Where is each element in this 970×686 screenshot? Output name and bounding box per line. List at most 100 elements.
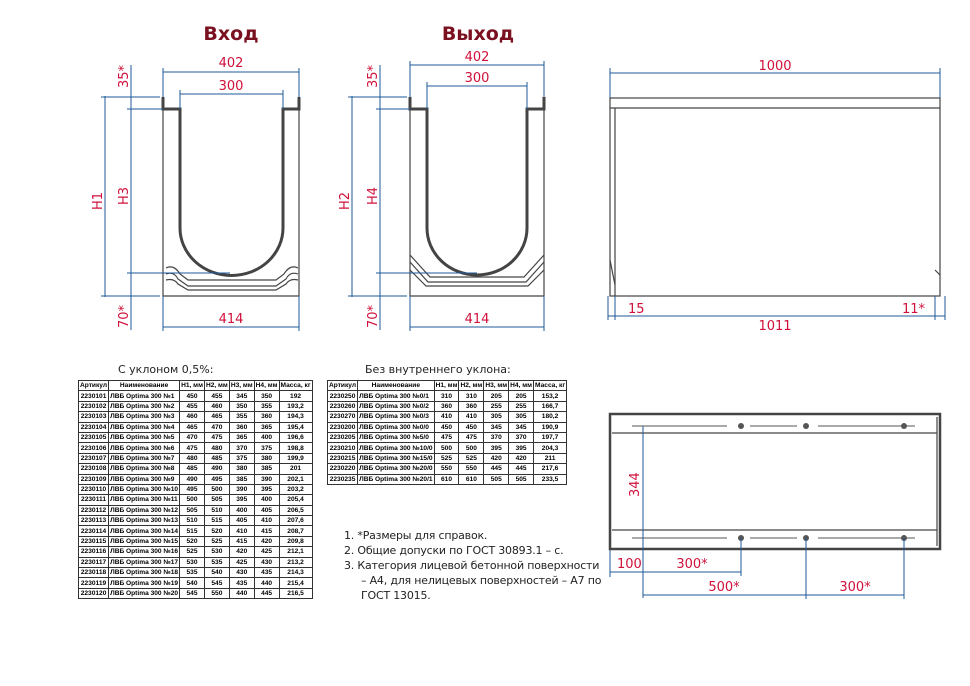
- table-cell: ЛВБ Optima 300 №0/1: [357, 390, 435, 402]
- table-cell: 305: [508, 411, 535, 423]
- column-header: Наименование: [357, 379, 435, 392]
- table-cell: 255: [508, 400, 535, 413]
- column-header: H1, мм: [433, 379, 460, 392]
- table-cell: 197,7: [533, 431, 568, 444]
- table-cell: 2230109: [77, 473, 110, 485]
- table-cell: 196,6: [278, 431, 313, 444]
- table-cell: ЛВБ Optima 300 №16: [108, 546, 181, 558]
- table-cell: 209,8: [278, 535, 313, 548]
- inlet-width-bottom: 414: [219, 312, 244, 327]
- table-cell: ЛВБ Optima 300 №13: [108, 515, 181, 527]
- outlet-h4-label: H4: [366, 187, 381, 205]
- table-cell: 475: [458, 431, 485, 444]
- table-cell: ЛВБ Optima 300 №19: [108, 577, 181, 589]
- table-cell: ЛВБ Optima 300 №11: [108, 494, 181, 506]
- table-cell: ЛВБ Optima 300 №5/0: [357, 431, 435, 444]
- table-cell: ЛВБ Optima 300 №7: [108, 452, 181, 465]
- table-cell: 420: [508, 452, 535, 465]
- table-cell: 2230101: [77, 390, 110, 402]
- table-cell: 206,5: [278, 504, 313, 517]
- table-cell: 370: [483, 431, 510, 444]
- table-cell: 500: [458, 442, 485, 454]
- table-cell: 505: [483, 473, 510, 485]
- table-cell: 550: [433, 463, 460, 475]
- plan-dim-500: 500*: [708, 580, 740, 595]
- table-cell: ЛВБ Optima 300 №0/0: [357, 421, 435, 433]
- table-cell: 153,2: [533, 390, 568, 402]
- table-cell: 510: [203, 504, 230, 517]
- table-cell: 550: [458, 463, 485, 475]
- table-cell: ЛВБ Optima 300 №3: [108, 411, 181, 423]
- table-cell: 195,4: [278, 421, 313, 433]
- table-cell: 535: [203, 556, 230, 569]
- table-cell: 475: [433, 431, 460, 444]
- table-cell: ЛВБ Optima 300 №20/1: [357, 473, 435, 485]
- table-cell: 520: [203, 525, 230, 537]
- inlet-h1-label: H1: [91, 192, 106, 210]
- table-cell: 2230108: [77, 463, 110, 475]
- table-cell: 530: [179, 556, 205, 569]
- table-cell: 530: [203, 546, 230, 558]
- table-cell: 400: [228, 504, 255, 517]
- table-cell: 460: [203, 400, 230, 413]
- table-cell: 400: [253, 494, 280, 506]
- table-cell: 193,2: [278, 400, 313, 413]
- table-cell: 520: [179, 535, 205, 548]
- table-cell: 360: [433, 400, 460, 413]
- table-cell: 2230260: [326, 400, 359, 413]
- slope-table-caption: С уклоном 0,5%:: [118, 363, 214, 376]
- table-cell: 345: [228, 390, 255, 402]
- table-cell: 525: [203, 535, 230, 548]
- table-cell: 485: [179, 463, 205, 475]
- table-cell: 500: [433, 442, 460, 454]
- table-cell: ЛВБ Optima 300 №12: [108, 504, 181, 517]
- table-cell: 2230120: [77, 587, 110, 600]
- table-cell: 470: [203, 421, 230, 433]
- table-cell: 2230114: [77, 525, 110, 537]
- table-cell: 2230117: [77, 556, 110, 569]
- table-cell: 410: [433, 411, 460, 423]
- table-cell: 610: [433, 473, 460, 485]
- inlet-h3-label: H3: [117, 187, 132, 205]
- table-cell: 180,2: [533, 411, 568, 423]
- table-cell: 360: [458, 400, 485, 413]
- table-cell: 510: [179, 515, 205, 527]
- table-cell: 202,1: [278, 473, 313, 485]
- table-cell: 500: [203, 483, 230, 496]
- table-cell: 430: [228, 567, 255, 579]
- table-cell: 2230118: [77, 567, 110, 579]
- plan-width: 344: [628, 472, 643, 497]
- table-cell: 505: [179, 504, 205, 517]
- table-cell: ЛВБ Optima 300 №1: [108, 390, 181, 402]
- plan-dim-300-b: 300*: [839, 580, 871, 595]
- inlet-title: Вход: [203, 23, 258, 45]
- table-cell: 420: [228, 546, 255, 558]
- table-cell: 445: [483, 463, 510, 475]
- table-cell: 2230220: [326, 463, 359, 475]
- table-cell: 370: [228, 442, 255, 454]
- table-cell: 215,4: [278, 577, 313, 589]
- table-cell: 450: [458, 421, 485, 433]
- inlet-base-height: 70*: [117, 304, 132, 328]
- table-cell: ЛВБ Optima 300 №2: [108, 400, 181, 413]
- inlet-lip-height: 35*: [117, 64, 132, 88]
- table-cell: 205: [483, 390, 510, 402]
- table-cell: 445: [253, 587, 280, 600]
- table-cell: 395: [483, 442, 510, 454]
- table-cell: 440: [253, 577, 280, 589]
- column-header: H4, мм: [253, 379, 280, 392]
